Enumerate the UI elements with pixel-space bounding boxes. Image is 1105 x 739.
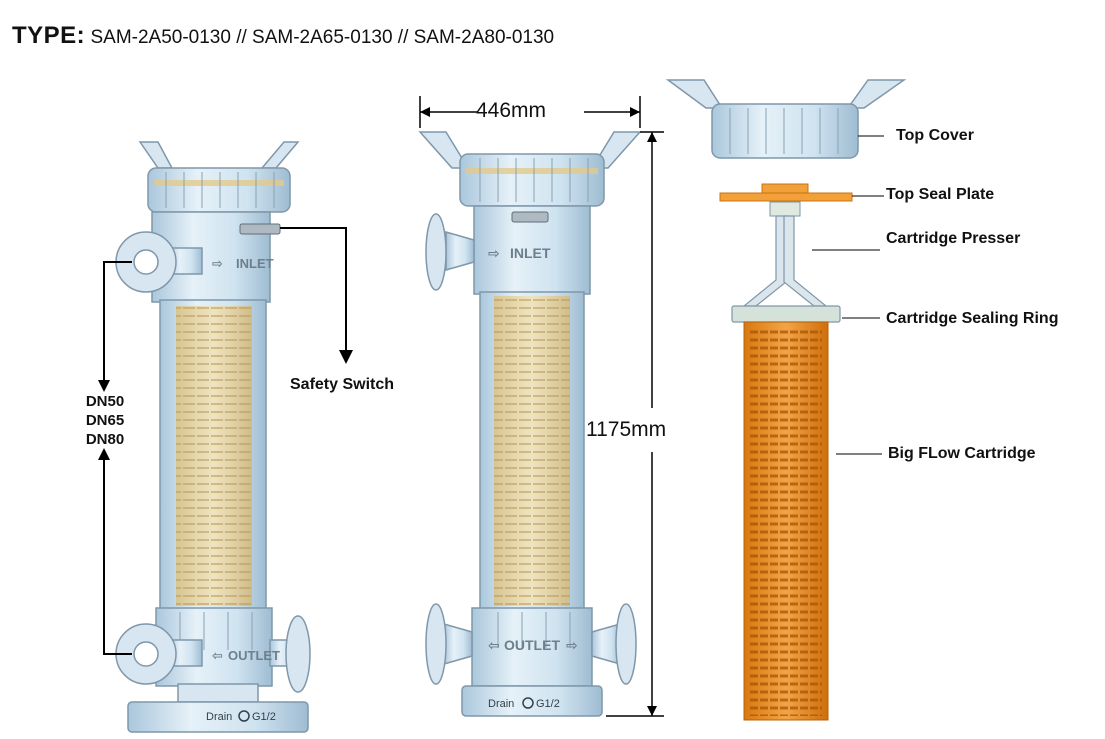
left-inlet-label: INLET [236,256,274,271]
middle-filter-housing [418,131,642,717]
type-models: SAM-2A50-0130 // SAM-2A65-0130 // SAM-2A… [90,27,555,48]
left-drain-label: Drain [206,711,232,723]
width-arrow-right [630,107,640,117]
safety-switch-arrowhead [339,350,353,364]
middle-inlet-arrow: ⇨ [488,245,500,261]
top-seal-plate-label: Top Seal Plate [886,186,995,203]
safety-switch-label: Safety Switch [290,376,395,393]
big-flow-cartridge-part [743,321,829,721]
left-outlet-label: OUTLET [228,648,280,663]
dn-arrowhead-down [98,380,110,392]
middle-drain-size: G1/2 [536,698,560,710]
cartridge-presser-label: Cartridge Presser [886,230,1021,247]
dn-arrowhead-up [98,448,110,460]
left-inlet-arrow: ⇨ [212,256,223,271]
dn-bracket [103,261,132,655]
top-cover-label: Top Cover [896,127,974,144]
safety-switch-leader [280,227,347,355]
type-label: TYPE: [12,22,86,49]
middle-outlet-arrow-left: ⇦ [488,637,500,653]
left-filter-housing [115,141,311,733]
dn-size-50: DN50 [85,393,125,410]
left-drain-port-icon [238,710,250,722]
part-leader-lines [812,135,884,455]
width-dimension-label: 446mm [476,99,547,122]
height-arrow-top [647,132,657,142]
left-outlet-arrow: ⇦ [212,648,223,663]
height-arrow-bottom [647,706,657,716]
big-flow-cartridge-label: Big FLow Cartridge [888,445,1036,462]
top-cover-part [665,79,907,159]
dn-size-65: DN65 [85,412,125,429]
width-arrow-left [420,107,430,117]
top-seal-plate-part [719,183,853,202]
dn-size-list: DN50 DN65 DN80 [78,392,132,449]
type-row: TYPE: SAM-2A50-0130 // SAM-2A65-0130 // … [12,22,554,50]
height-dimension-label: 1175mm [586,418,667,441]
cartridge-sealing-ring-label: Cartridge Sealing Ring [886,310,1059,327]
left-drain-size: G1/2 [252,711,276,723]
middle-inlet-label: INLET [510,245,551,261]
cartridge-presser-part [742,201,828,307]
middle-drain-port-icon [522,697,534,709]
middle-drain-label: Drain [488,698,514,710]
middle-outlet-arrow-right: ⇨ [566,637,578,653]
dn-size-80: DN80 [85,431,125,448]
cartridge-sealing-ring-part [731,305,841,323]
middle-outlet-label: OUTLET [504,637,560,653]
